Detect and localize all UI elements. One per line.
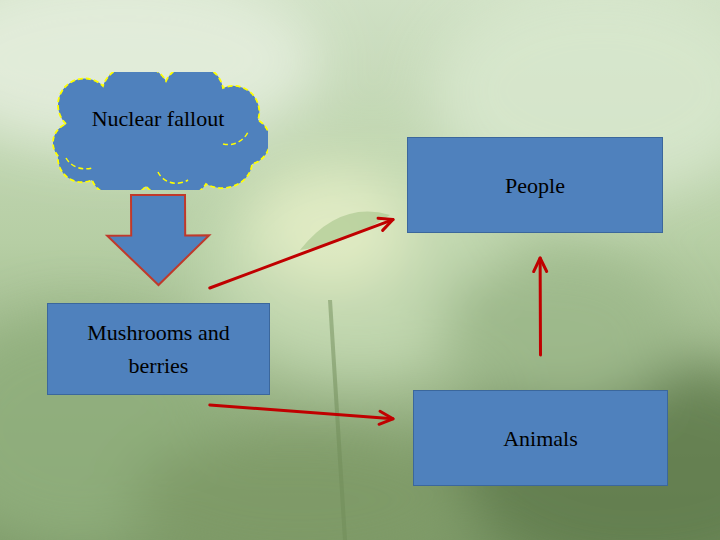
node-label: Animals: [503, 422, 578, 455]
node-label: Mushrooms and berries: [58, 316, 259, 382]
block-arrow: [107, 195, 209, 285]
connector-line: [539, 258, 542, 355]
arrow-connector: [210, 218, 393, 288]
block-arrow-connector: [107, 195, 209, 285]
process-box: Animals: [413, 390, 668, 486]
arrow-head: [378, 218, 393, 230]
fallout-cloud: Nuclear fallout: [48, 72, 268, 190]
node-label: Nuclear fallout: [92, 102, 225, 135]
process-box: Mushrooms and berries: [47, 303, 270, 395]
arrow-connector: [210, 405, 393, 424]
arrow-head: [534, 258, 547, 272]
arrow-connector: [534, 258, 547, 355]
connector-line: [210, 405, 393, 419]
arrow-head: [379, 411, 393, 424]
connector-line: [210, 220, 393, 288]
process-box: People: [407, 137, 663, 233]
node-label: People: [505, 169, 565, 202]
